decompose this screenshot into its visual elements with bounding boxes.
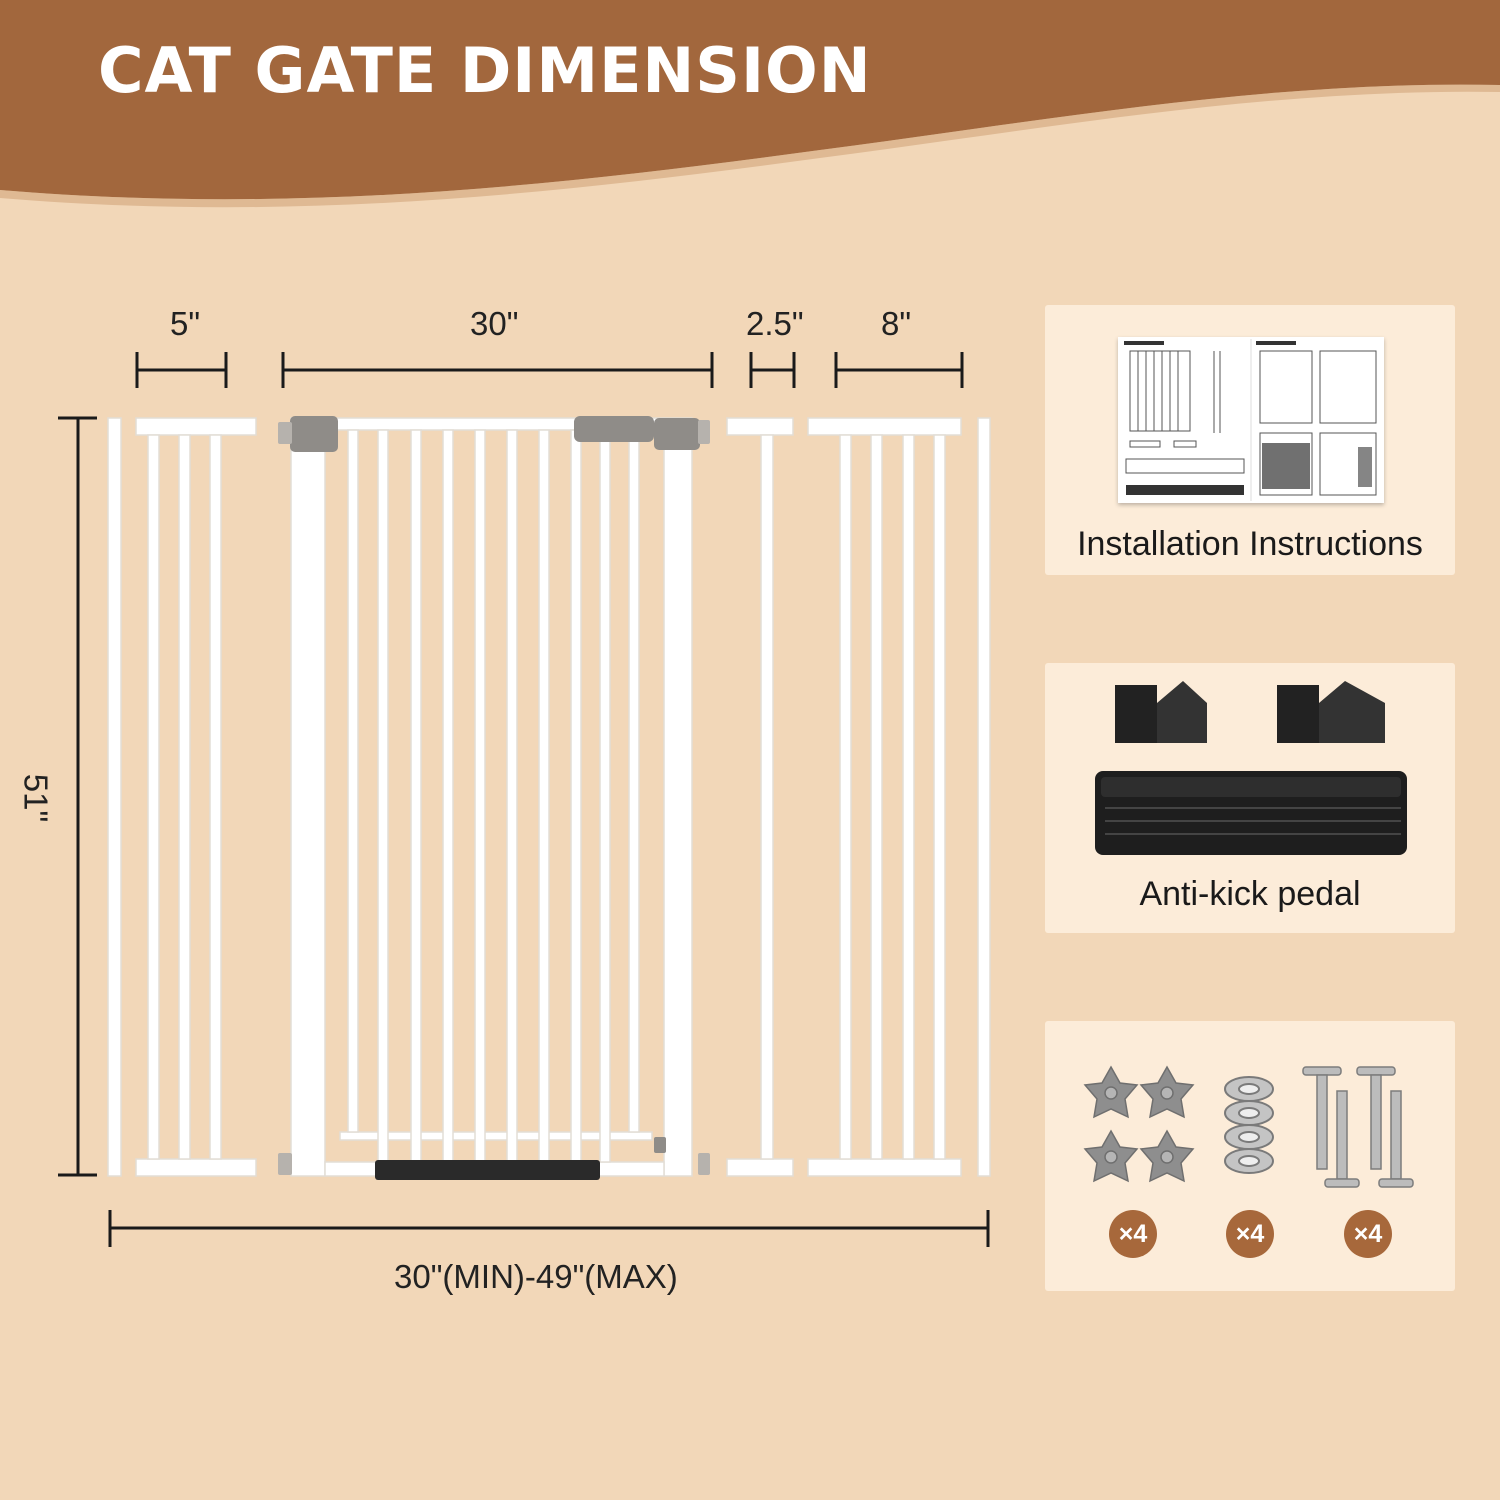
dim-label-30in: 30" — [470, 305, 519, 342]
pedal-bracket-left-icon — [1115, 681, 1207, 743]
qty-badge-knobs: ×4 — [1109, 1210, 1157, 1258]
main-gate — [290, 417, 693, 1177]
extension-8in — [807, 417, 962, 1177]
card-anti-kick-pedal: Anti-kick pedal — [1045, 663, 1455, 933]
dimension-lines — [58, 352, 990, 1247]
dim-label-5in: 5" — [170, 305, 201, 342]
gate-hardware — [278, 416, 710, 1175]
card-label-installation-instructions: Installation Instructions — [1077, 525, 1423, 563]
pedal-bracket-right-icon — [1277, 681, 1385, 743]
card-installation-instructions: Installation Instructions — [1045, 305, 1455, 575]
dim-line-height — [58, 416, 97, 1177]
left-end-bar — [107, 417, 122, 1177]
dim-label-2-5in: 2.5" — [746, 305, 804, 342]
anti-kick-pedal-image — [1095, 681, 1407, 855]
gate-pedal — [375, 1160, 600, 1180]
qty-badge-bolts: ×4 — [1344, 1210, 1392, 1258]
pedal-bar-icon — [1095, 771, 1407, 855]
header-banner — [0, 0, 1500, 208]
dim-label-total-width: 30"(MIN)-49"(MAX) — [394, 1258, 678, 1295]
latch-top — [574, 416, 654, 442]
dim-line-8in — [834, 352, 964, 388]
card-hardware: ×4 ×4 ×4 — [1045, 1021, 1455, 1291]
bolt-icon — [1302, 1066, 1414, 1188]
hex-nut-icon — [1224, 1076, 1274, 1174]
dim-line-2-5in — [749, 352, 796, 388]
dim-line-30in — [281, 352, 714, 388]
dim-line-total-width — [108, 1210, 990, 1247]
instruction-manual-image — [1118, 337, 1384, 503]
star-knob-icon — [1083, 1065, 1195, 1183]
extension-5in — [135, 417, 257, 1177]
page-title: CAT GATE DIMENSION — [98, 34, 872, 107]
qty-badge-nuts: ×4 — [1226, 1210, 1274, 1258]
hardware-image — [1083, 1065, 1414, 1188]
dim-line-5in — [135, 352, 228, 388]
right-end-bar — [977, 417, 991, 1177]
dim-label-8in: 8" — [881, 305, 912, 342]
extension-2-5in — [726, 417, 794, 1177]
hinge-top-right — [654, 418, 700, 450]
card-label-anti-kick-pedal: Anti-kick pedal — [1139, 875, 1361, 913]
hinge-top-left — [290, 416, 338, 452]
